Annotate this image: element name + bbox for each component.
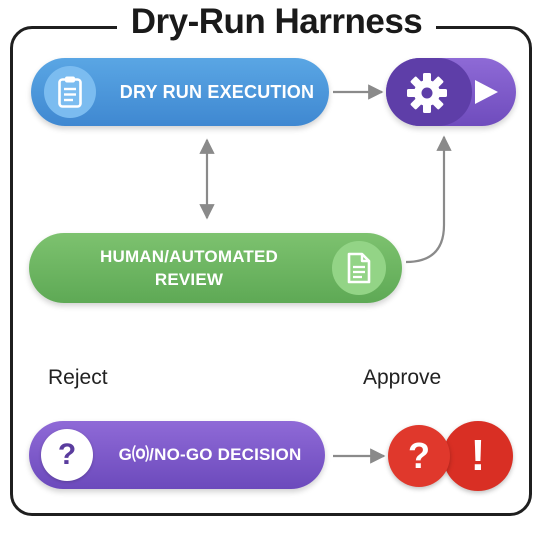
arrow-review-to-execute (405, 135, 452, 264)
execute-node (386, 58, 516, 126)
exclamation-icon: ! (443, 421, 513, 491)
exclamation-glyph: ! (470, 431, 486, 480)
play-icon (475, 80, 498, 104)
go-no-go-decision-label: G⒪/NO-GO DECISION (118, 445, 302, 464)
review-node: HUMAN/AUTOMATED REVIEW (29, 233, 402, 303)
outcome-question-icon: ? (388, 425, 450, 487)
dry-run-execution-node: DRY RUN EXECUTION (31, 58, 329, 126)
clipboard-icon (44, 66, 96, 118)
go-no-go-decision-node: ? G⒪/NO-GO DECISION (29, 421, 325, 489)
review-label-line1: HUMAN/AUTOMATED (99, 247, 279, 266)
execute-gear-segment (386, 58, 472, 126)
review-label-line2: REVIEW (154, 270, 224, 289)
review-label: HUMAN/AUTOMATED REVIEW (69, 245, 309, 291)
question-mark-glyph: ? (57, 438, 77, 471)
question-mark-icon: ? (41, 429, 93, 481)
outcome-question-glyph: ? (408, 435, 430, 476)
gear-icon (407, 73, 447, 113)
dry-run-execution-label: DRY RUN EXECUTION (119, 82, 315, 102)
reject-label: Reject (48, 366, 108, 389)
approve-label: Approve (363, 366, 442, 389)
document-icon (332, 241, 386, 295)
